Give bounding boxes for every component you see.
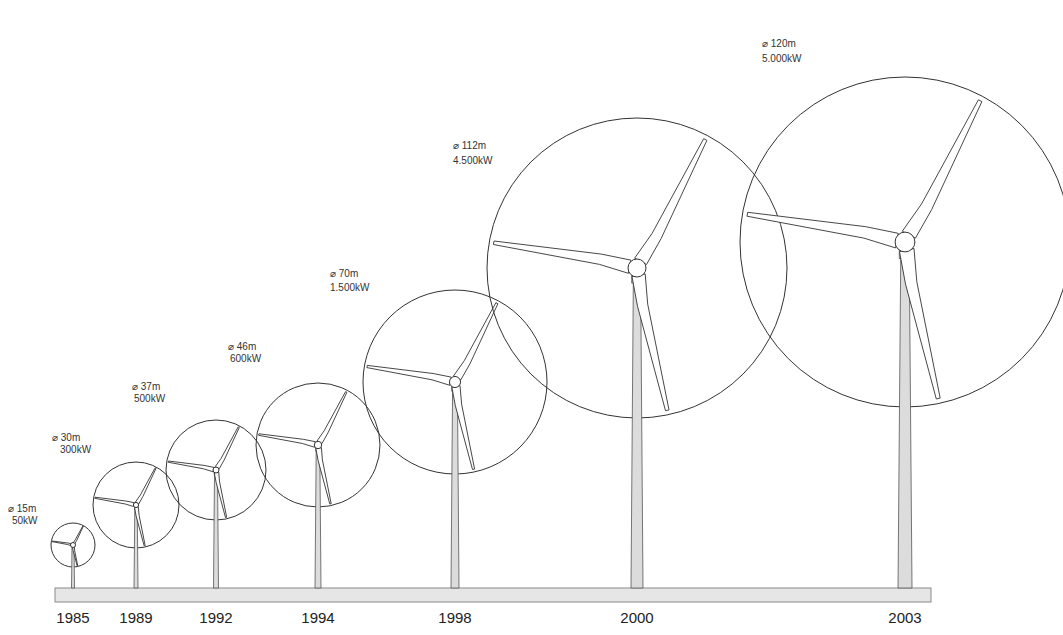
rotor-hub: [133, 502, 138, 507]
rotor-blade: [454, 303, 498, 380]
year-label: 2003: [888, 610, 921, 627]
rotor-blade: [52, 541, 72, 546]
spec-label: ⌀ 37m: [132, 381, 160, 392]
rotor-blade: [73, 526, 84, 545]
spec-label: 4.500kW: [453, 155, 492, 166]
year-label: 1989: [119, 610, 152, 627]
rotor-blade: [317, 392, 347, 444]
rotor-blade: [900, 249, 941, 400]
spec-label: ⌀ 70m: [330, 268, 358, 279]
rotor-blade: [632, 274, 669, 411]
rotor-blade: [168, 461, 214, 472]
rotor-blade: [747, 212, 898, 248]
rotor-hub: [71, 543, 76, 548]
spec-label: ⌀ 15m: [8, 503, 36, 514]
rotor-blade: [902, 100, 982, 238]
year-label: 1994: [301, 610, 334, 627]
rotor-blade: [493, 241, 630, 273]
rotor-hub: [628, 259, 646, 277]
spec-label: ⌀ 30m: [52, 432, 80, 443]
rotor-blade: [135, 468, 156, 504]
rotor-blade: [214, 472, 226, 518]
spec-label: ⌀ 112m: [453, 140, 486, 151]
rotor-hub: [213, 467, 219, 473]
rotor-hub: [314, 441, 321, 448]
rotor-blade: [135, 507, 146, 546]
rotor-blade: [452, 386, 475, 470]
rotor-hub: [895, 232, 915, 252]
year-label: 1985: [56, 610, 89, 627]
rotor-blade: [316, 448, 331, 505]
rotor-hub: [449, 376, 460, 387]
ground-bar: [55, 588, 931, 602]
rotor-blade: [72, 546, 77, 566]
spec-label: 300kW: [60, 444, 91, 455]
spec-label: 1.500kW: [330, 282, 369, 293]
spec-label: 5.000kW: [762, 53, 801, 64]
spec-label: 50kW: [12, 515, 38, 526]
spec-label: ⌀ 120m: [762, 38, 796, 49]
rotor-blade: [95, 497, 134, 506]
rotor-blade: [635, 139, 707, 265]
rotor-blade: [215, 427, 239, 469]
year-label: 1998: [438, 610, 471, 627]
year-label: 2000: [620, 610, 653, 627]
year-label: 1992: [199, 610, 232, 627]
spec-label: 600kW: [230, 353, 261, 364]
spec-label: ⌀ 46m: [228, 341, 256, 352]
rotor-blade: [259, 434, 316, 447]
spec-label: 500kW: [134, 393, 165, 404]
rotor-blade: [367, 365, 451, 385]
